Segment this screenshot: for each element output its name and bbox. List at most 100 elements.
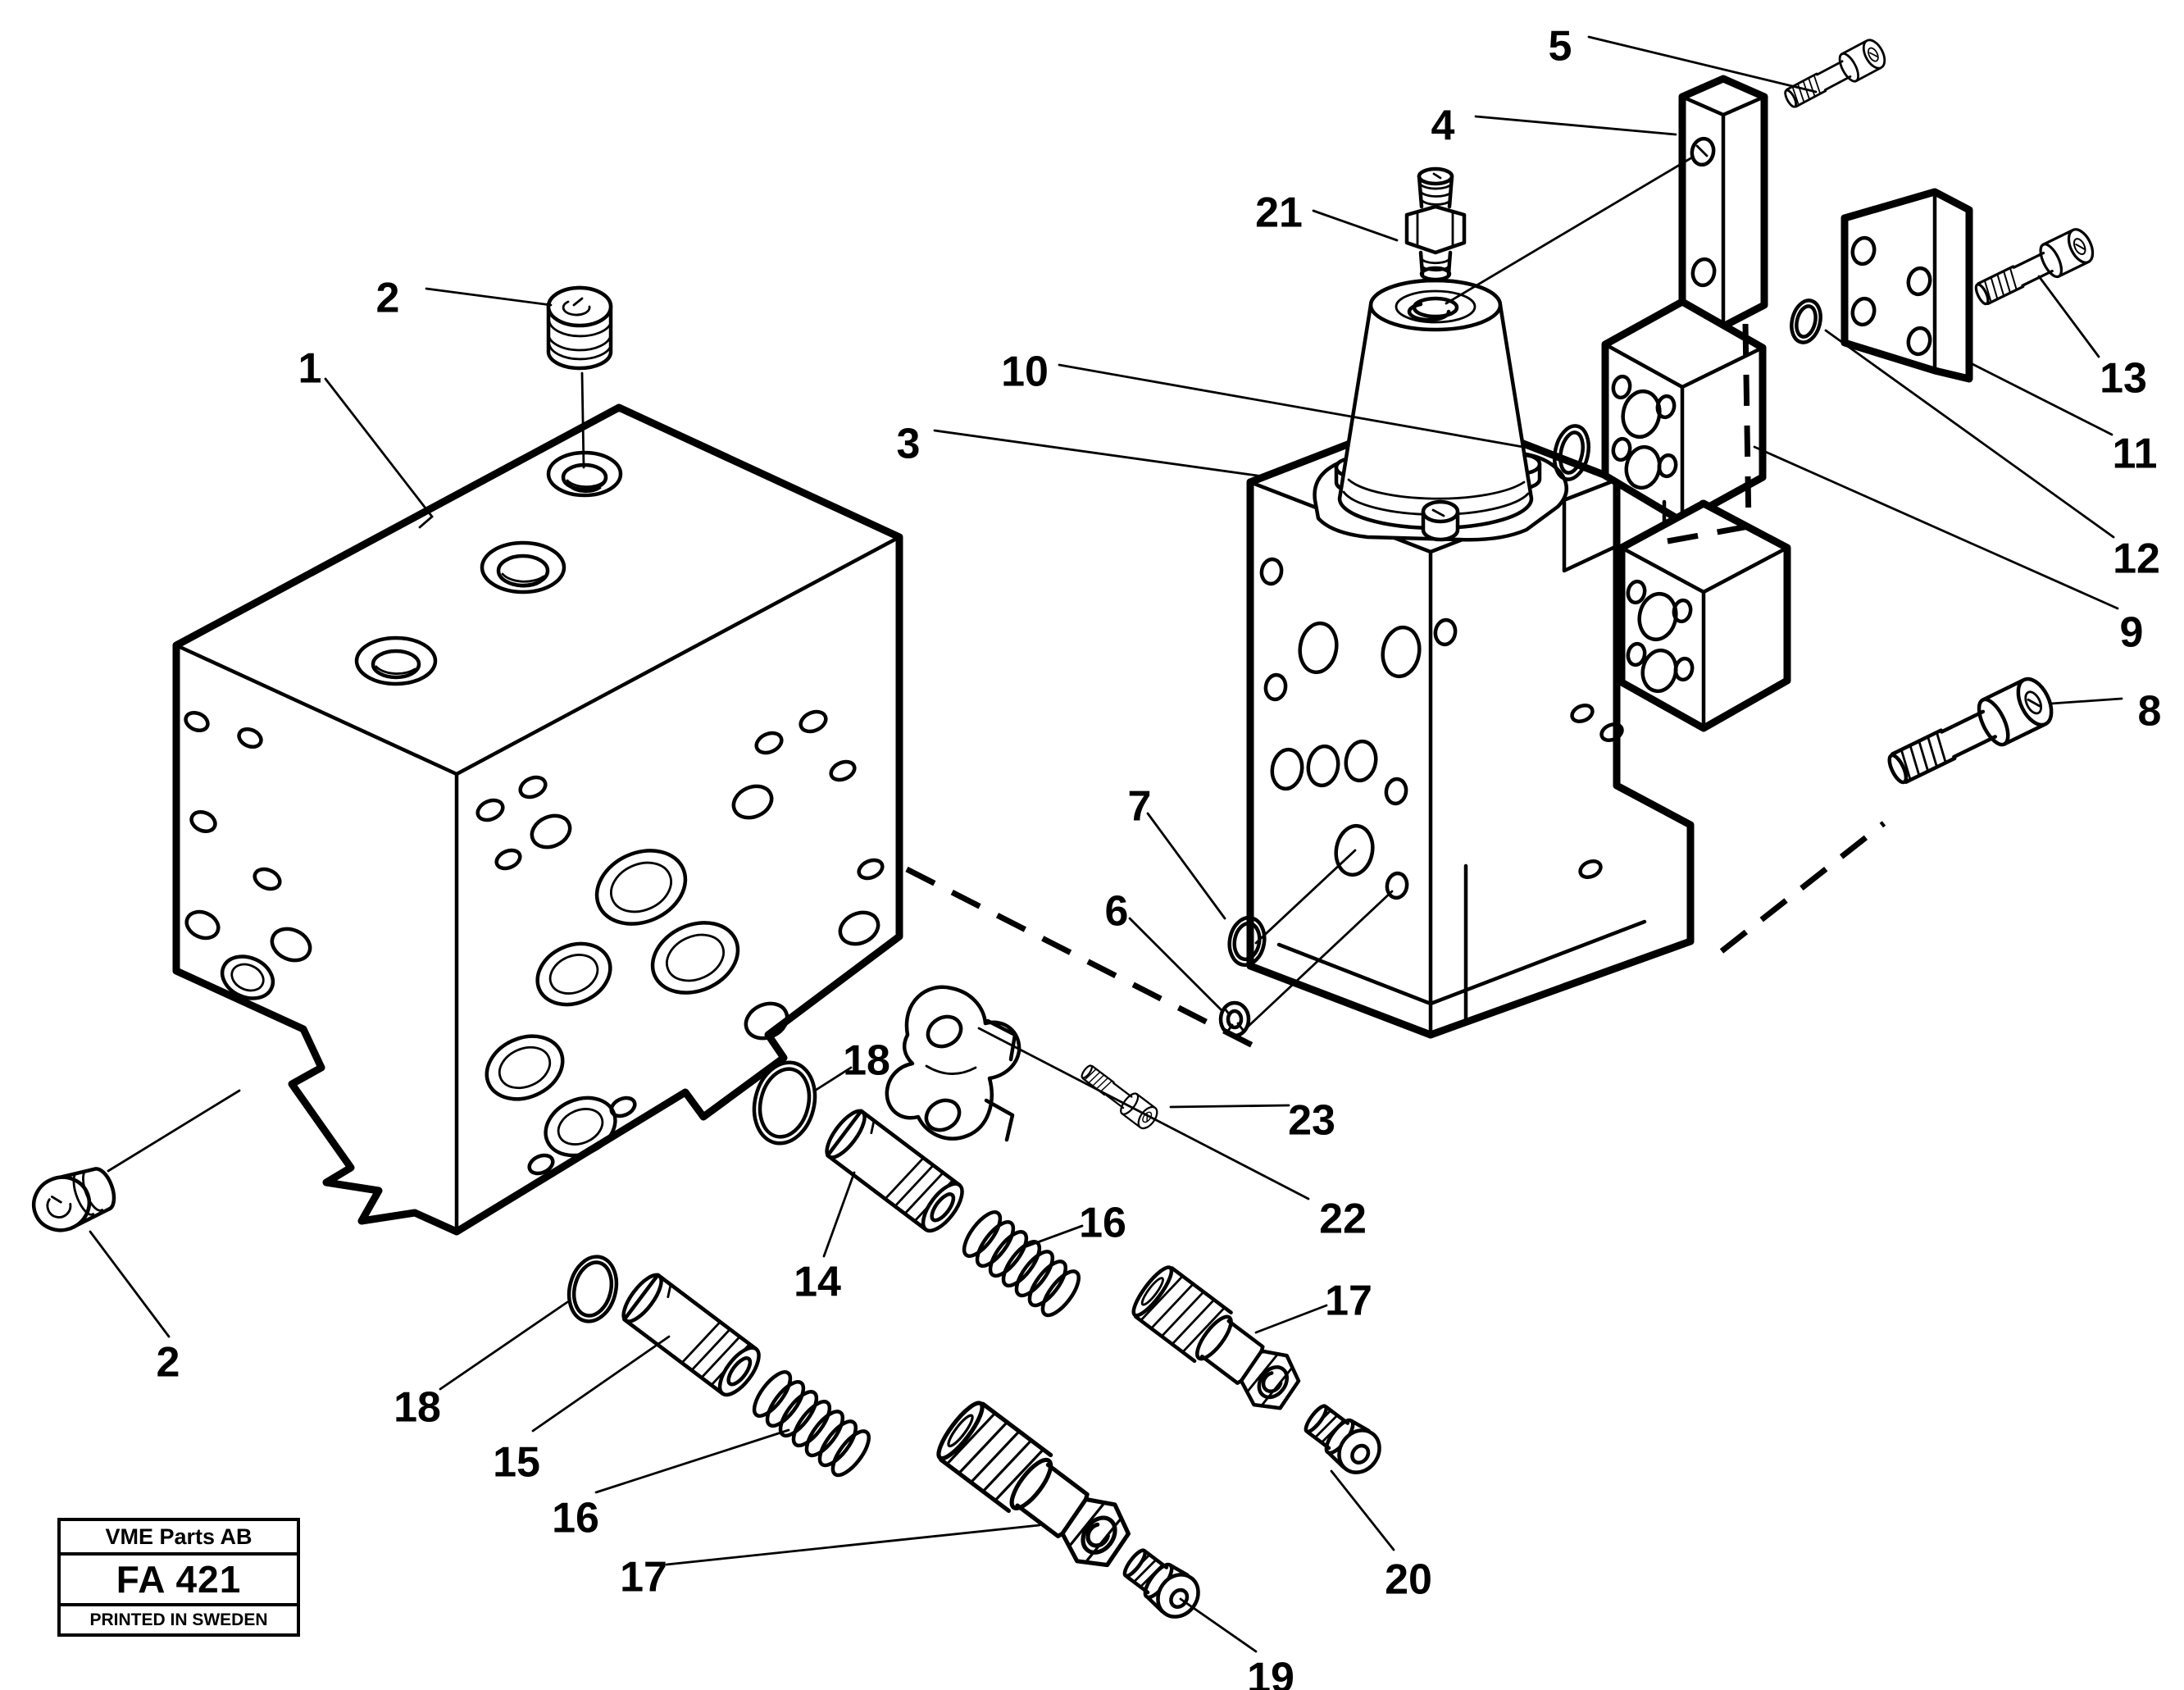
valve-body-ports bbox=[1259, 557, 1624, 900]
leader-line-part-20 bbox=[1330, 1469, 1395, 1551]
leader-line-part-2 bbox=[425, 287, 553, 307]
part-label-17: 17 bbox=[1325, 1278, 1372, 1325]
leader-line-part-6 bbox=[1244, 890, 1394, 1030]
part-label-12: 12 bbox=[2113, 535, 2160, 583]
part-2-plug-top bbox=[546, 285, 613, 371]
leader-line-part-21 bbox=[1312, 209, 1399, 242]
title-block: VME Parts AB FA 421 PRINTED IN SWEDEN bbox=[57, 1518, 300, 1637]
part-label-8: 8 bbox=[2138, 688, 2162, 736]
part-label-19: 19 bbox=[1247, 1655, 1294, 1690]
leader-line-part-11 bbox=[1968, 361, 2113, 436]
part-1-valve-block bbox=[172, 403, 903, 1236]
part-label-2: 2 bbox=[376, 275, 400, 322]
leader-line-part-2 bbox=[580, 371, 585, 469]
part-18-o-ring-upper bbox=[752, 1060, 817, 1146]
part-label-22: 22 bbox=[1319, 1196, 1367, 1243]
title-block-company: VME Parts AB bbox=[61, 1521, 297, 1556]
assembly-dash-line bbox=[905, 866, 1256, 1050]
part-label-1: 1 bbox=[298, 345, 322, 393]
leader-line-part-2 bbox=[89, 1230, 171, 1338]
part-7-o-ring bbox=[1227, 915, 1267, 968]
part-label-16: 16 bbox=[552, 1495, 599, 1542]
leader-line-part-1 bbox=[324, 377, 434, 529]
part-label-9: 9 bbox=[2120, 609, 2144, 657]
part-20-plug-fitting bbox=[1299, 1398, 1387, 1480]
leader-line-part-22 bbox=[977, 1027, 1310, 1200]
leader-line-part-3 bbox=[933, 429, 1271, 479]
part-9-shuttle-blocks bbox=[1601, 298, 1791, 732]
leader-line-part-17 bbox=[665, 1524, 1041, 1566]
title-block-figure-number: FA 421 bbox=[61, 1556, 297, 1606]
dash-layer bbox=[905, 323, 1886, 1050]
block-front-ports bbox=[475, 709, 885, 1176]
part-label-4: 4 bbox=[1431, 102, 1455, 150]
valve-cone-cap bbox=[1337, 278, 1534, 531]
part-12-o-ring bbox=[1790, 298, 1822, 344]
part-16-spring-upper bbox=[958, 1207, 1085, 1321]
part-3-valve-body bbox=[1246, 278, 1695, 1039]
leader-line-part-9 bbox=[1753, 445, 2119, 610]
leader-line-part-8 bbox=[2050, 697, 2123, 705]
part-label-18: 18 bbox=[843, 1037, 890, 1085]
part-label-13: 13 bbox=[2100, 355, 2147, 403]
part-label-20: 20 bbox=[1385, 1556, 1432, 1604]
assembly-dash-line bbox=[1719, 821, 1886, 954]
leader-line-part-10 bbox=[1058, 363, 1548, 453]
leader-line-part-23 bbox=[1169, 1104, 1290, 1109]
leader-line-part-6 bbox=[1128, 917, 1223, 1012]
block-left-ports bbox=[184, 710, 312, 1000]
assembly-dash-line bbox=[1667, 323, 1752, 544]
part-label-18: 18 bbox=[394, 1384, 441, 1432]
flange-boss-front bbox=[1421, 499, 1460, 542]
leader-line-part-12 bbox=[1824, 329, 2115, 539]
part-16-spring-lower bbox=[748, 1367, 875, 1481]
part-15-sleeve-pin bbox=[617, 1269, 766, 1401]
leader-line-part-19 bbox=[1179, 1597, 1258, 1653]
leader-line-part-18 bbox=[813, 1066, 853, 1092]
leader-line-part-15 bbox=[531, 1335, 671, 1433]
part-19-plug-fitting bbox=[1117, 1542, 1206, 1624]
leader-line-part-7 bbox=[1146, 812, 1226, 920]
leader-line-part-4 bbox=[1474, 115, 1677, 136]
part-22-flange-clamp bbox=[885, 985, 1021, 1142]
part-label-3: 3 bbox=[897, 421, 921, 468]
part-17-cartridge-valve-lower bbox=[932, 1397, 1140, 1578]
part-label-2: 2 bbox=[157, 1339, 180, 1387]
part-4-spacer-block bbox=[1678, 75, 1768, 330]
part-13-bolt bbox=[1969, 224, 2100, 313]
part-label-14: 14 bbox=[794, 1259, 841, 1306]
part-21-stud-fitting bbox=[1404, 166, 1467, 282]
part-label-16: 16 bbox=[1079, 1200, 1126, 1247]
part-2-plug-bottom bbox=[31, 1167, 116, 1232]
part-11-end-plate bbox=[1840, 188, 1973, 383]
part-label-6: 6 bbox=[1105, 888, 1129, 936]
leader-line-part-2 bbox=[107, 1089, 241, 1173]
part-23-bolt bbox=[1076, 1059, 1162, 1133]
leader-layer bbox=[89, 35, 2123, 1653]
leader-line-part-13 bbox=[2037, 275, 2100, 358]
part-label-7: 7 bbox=[1128, 783, 1152, 831]
part-label-17: 17 bbox=[620, 1554, 667, 1601]
leader-line-part-14 bbox=[822, 1171, 856, 1258]
part-label-15: 15 bbox=[493, 1439, 540, 1487]
part-label-10: 10 bbox=[1001, 348, 1049, 396]
part-label-21: 21 bbox=[1255, 189, 1303, 237]
part-17-cartridge-valve-upper bbox=[1128, 1262, 1308, 1419]
leader-line-part-18 bbox=[439, 1301, 569, 1391]
part-18-o-ring-lower bbox=[566, 1255, 619, 1323]
part-label-23: 23 bbox=[1288, 1097, 1335, 1145]
part-label-11: 11 bbox=[2113, 430, 2158, 478]
leader-line-part-16 bbox=[594, 1428, 790, 1494]
part-10-o-ring bbox=[1553, 424, 1590, 481]
leader-line-part-17 bbox=[1254, 1304, 1328, 1334]
title-block-footer: PRINTED IN SWEDEN bbox=[89, 1610, 268, 1629]
part-5-bolt bbox=[1779, 35, 1891, 115]
leader-line-part-7 bbox=[1254, 849, 1357, 945]
part-label-5: 5 bbox=[1549, 23, 1572, 71]
leader-line-part-5 bbox=[1587, 35, 1818, 93]
leader-line-part-4 bbox=[1445, 156, 1694, 305]
leader-line-part-16 bbox=[1025, 1224, 1084, 1248]
